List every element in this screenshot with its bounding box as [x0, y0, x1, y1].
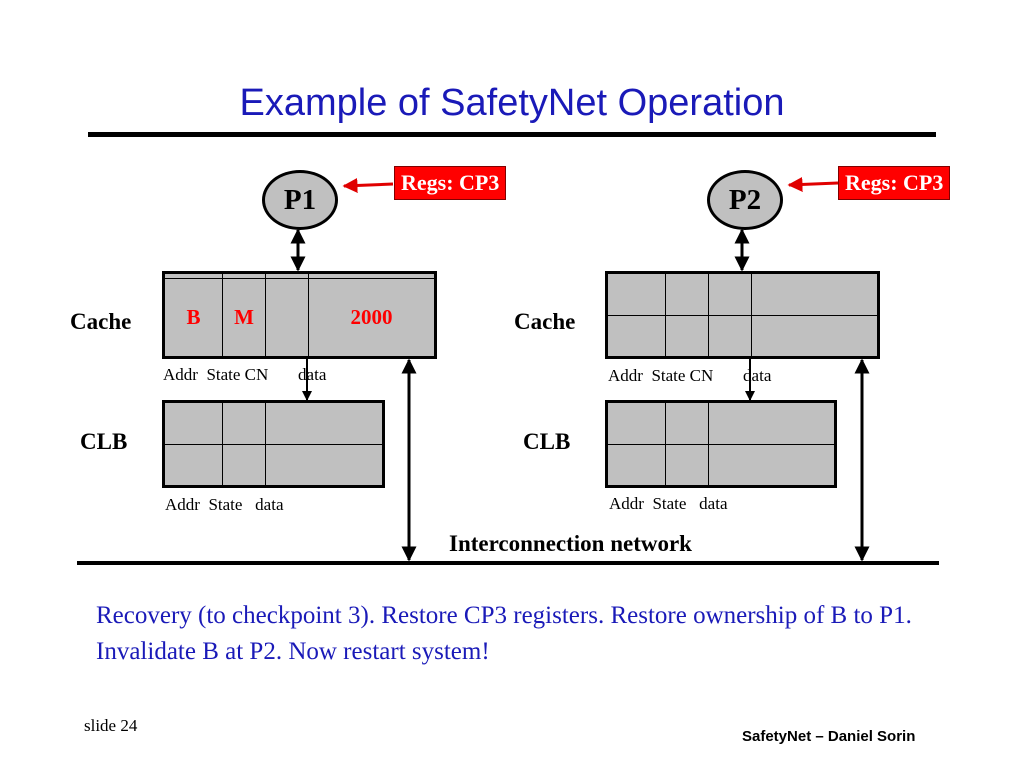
processor-p2: P2 — [707, 170, 783, 230]
clb-row-2 — [606, 443, 836, 487]
cache-cell-addr — [606, 314, 666, 358]
cache-fields-p2: Addr State CN data — [608, 366, 772, 385]
cache-label-p1: Cache — [70, 309, 132, 334]
cache-cell-state: M — [222, 277, 266, 359]
network-label: Interconnection network — [449, 531, 692, 556]
slide-title: Example of SafetyNet Operation — [239, 82, 785, 124]
cache-row-2: B M 2000 — [163, 277, 436, 359]
footer-author: SafetyNet – Daniel Sorin — [742, 728, 916, 745]
clb-row-2 — [163, 443, 384, 487]
interconnection-network-line — [77, 561, 939, 565]
processor-p1: P1 — [262, 170, 338, 230]
clb-label-p2: CLB — [523, 429, 571, 454]
clb-table-p1 — [162, 400, 385, 488]
cache-table-p2 — [605, 271, 880, 359]
slide-number: slide 24 — [84, 716, 138, 735]
clb-label-p1: CLB — [80, 429, 128, 454]
recovery-description: Recovery (to checkpoint 3). Restore CP3 … — [96, 602, 912, 665]
cache-cell-cn — [265, 277, 309, 359]
clb-fields-p1: Addr State data — [165, 495, 284, 514]
cache-label-p2: Cache — [514, 309, 576, 334]
clb-row-1 — [606, 401, 836, 445]
cache-fields-p1: Addr State CN data — [163, 365, 327, 384]
cache-cell-state — [665, 314, 709, 358]
cache-cell-data — [751, 314, 879, 358]
clb-row-1 — [163, 401, 384, 445]
cache-row-2 — [606, 314, 879, 358]
regs-badge-p1: Regs: CP3 — [394, 166, 507, 200]
regs-badge-p2: Regs: CP3 — [838, 166, 951, 200]
cache-row-1 — [606, 272, 879, 316]
clb-table-p2 — [605, 400, 837, 488]
cache-cell-cn — [708, 314, 752, 358]
cache-cell-data: 2000 — [308, 277, 436, 359]
regs-arrow-p2 — [787, 176, 839, 192]
clb-fields-p2: Addr State data — [609, 494, 728, 513]
title-divider — [88, 132, 936, 137]
regs-arrow-p1 — [342, 177, 394, 193]
cache-table-p1: B M 2000 — [162, 271, 437, 359]
cache-cell-addr: B — [163, 277, 223, 359]
